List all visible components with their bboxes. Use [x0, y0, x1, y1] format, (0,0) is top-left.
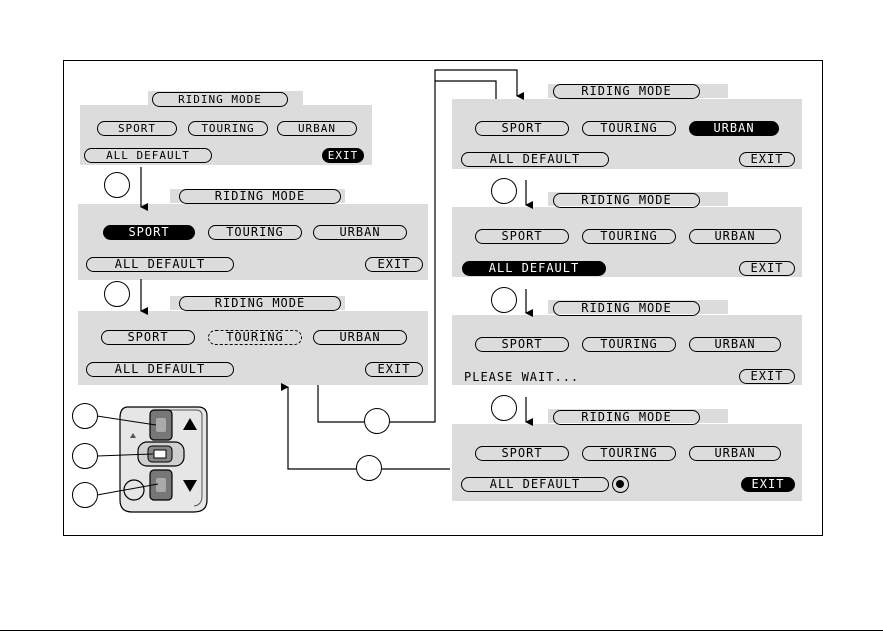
riding-mode-title: RIDING MODE — [179, 296, 341, 311]
step-circle — [491, 395, 517, 421]
riding-mode-title: RIDING MODE — [553, 193, 700, 208]
callout-circle-center — [72, 443, 98, 469]
all-default-option[interactable]: ALL DEFAULT — [462, 261, 606, 276]
exit-option[interactable]: EXIT — [322, 148, 364, 163]
sport-option[interactable]: SPORT — [101, 330, 195, 345]
sport-option[interactable]: SPORT — [97, 121, 177, 136]
all-default-option[interactable]: ALL DEFAULT — [86, 257, 234, 272]
callout-circle-down — [72, 482, 98, 508]
riding-mode-title: RIDING MODE — [179, 189, 341, 204]
step-circle — [356, 455, 382, 481]
urban-option[interactable]: URBAN — [313, 225, 407, 240]
urban-option[interactable]: URBAN — [689, 229, 781, 244]
sport-option[interactable]: SPORT — [103, 225, 195, 240]
urban-option[interactable]: URBAN — [689, 337, 781, 352]
touring-option[interactable]: TOURING — [582, 229, 676, 244]
sport-option[interactable]: SPORT — [475, 337, 569, 352]
sport-option[interactable]: SPORT — [475, 229, 569, 244]
touring-option[interactable]: TOURING — [208, 225, 302, 240]
touring-option[interactable]: TOURING — [582, 337, 676, 352]
urban-option[interactable]: URBAN — [689, 446, 781, 461]
exit-option[interactable]: EXIT — [365, 362, 423, 377]
step-circle — [491, 287, 517, 313]
exit-option[interactable]: EXIT — [739, 152, 795, 167]
touring-option[interactable]: TOURING — [208, 330, 302, 345]
please-wait-status: PLEASE WAIT... — [464, 370, 580, 384]
sport-option[interactable]: SPORT — [475, 446, 569, 461]
page-bottom-rule — [0, 630, 883, 631]
touring-option[interactable]: TOURING — [582, 446, 676, 461]
touring-option[interactable]: TOURING — [582, 121, 676, 136]
riding-mode-title: RIDING MODE — [152, 92, 288, 107]
riding-mode-title: RIDING MODE — [553, 301, 700, 316]
touring-option[interactable]: TOURING — [188, 121, 268, 136]
all-default-option[interactable]: ALL DEFAULT — [84, 148, 212, 163]
exit-option[interactable]: EXIT — [741, 477, 795, 492]
exit-option[interactable]: EXIT — [365, 257, 423, 272]
step-circle — [104, 281, 130, 307]
step-circle — [104, 172, 130, 198]
callout-circle-up — [72, 403, 98, 429]
urban-option[interactable]: URBAN — [689, 121, 779, 136]
urban-option[interactable]: URBAN — [277, 121, 357, 136]
all-default-option[interactable]: ALL DEFAULT — [461, 477, 609, 492]
all-default-option[interactable]: ALL DEFAULT — [461, 152, 609, 167]
sport-option[interactable]: SPORT — [475, 121, 569, 136]
step-circle — [364, 408, 390, 434]
riding-mode-title: RIDING MODE — [553, 84, 700, 99]
exit-option[interactable]: EXIT — [739, 369, 795, 384]
all-default-option[interactable]: ALL DEFAULT — [86, 362, 234, 377]
diagram-frame — [63, 60, 823, 536]
urban-option[interactable]: URBAN — [313, 330, 407, 345]
exit-option[interactable]: EXIT — [739, 261, 795, 276]
step-circle — [491, 178, 517, 204]
riding-mode-title: RIDING MODE — [553, 410, 700, 425]
loading-indicator-icon — [612, 476, 629, 493]
